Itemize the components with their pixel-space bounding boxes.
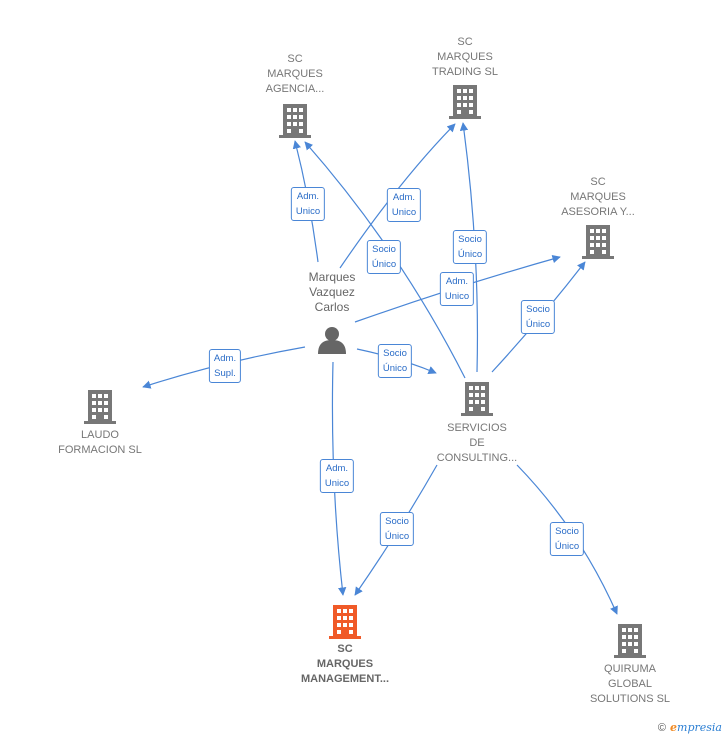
quiruma-building-icon[interactable]	[614, 624, 646, 658]
trading-building-icon[interactable]	[449, 85, 481, 119]
management-building-icon[interactable]	[329, 605, 361, 639]
agencia-building-icon[interactable]	[279, 104, 311, 138]
edge-label-servicios-to-trading: Socio Único	[452, 230, 488, 264]
person-person-icon[interactable]	[318, 327, 346, 354]
laudo-building-icon[interactable]	[84, 390, 116, 424]
servicios-building-icon[interactable]	[461, 382, 493, 416]
edge-label-servicios-to-management: Socio Único	[379, 512, 415, 546]
edge-label-person-to-servicios: Socio Único	[377, 344, 413, 378]
edge-label-person-to-agencia: Adm. Unico	[290, 187, 326, 221]
edge-label-servicios-to-quiruma: Socio Único	[549, 522, 585, 556]
asesoria-building-icon[interactable]	[582, 225, 614, 259]
edge-label-person-to-asesoria: Adm. Unico	[439, 272, 475, 306]
node-label-asesoria[interactable]: SC MARQUES ASESORIA Y...	[561, 176, 635, 218]
edge-label-person-to-trading: Adm. Unico	[386, 188, 422, 222]
node-label-trading[interactable]: SC MARQUES TRADING SL	[431, 36, 499, 78]
node-label-servicios[interactable]: SERVICIOS DE CONSULTING...	[436, 422, 518, 464]
node-label-quiruma[interactable]: QUIRUMA GLOBAL SOLUTIONS SL	[589, 663, 671, 705]
edge-label-servicios-to-asesoria: Socio Único	[520, 300, 556, 334]
node-label-management[interactable]: SC MARQUES MANAGEMENT...	[301, 643, 389, 685]
edge-label-person-to-management: Adm. Unico	[319, 459, 355, 493]
edge-label-servicios-to-agencia: Socio Único	[366, 240, 402, 274]
edge-label-person-to-laudo: Adm. Supl.	[208, 349, 242, 383]
empresia-logo: empresia	[670, 721, 722, 734]
node-label-laudo[interactable]: LAUDO FORMACION SL	[58, 429, 142, 456]
copyright-icon: ©	[657, 721, 667, 734]
node-label-person[interactable]: Marques Vazquez Carlos	[308, 270, 356, 314]
node-label-agencia[interactable]: SC MARQUES AGENCIA...	[265, 53, 325, 95]
empresia-watermark: © empresia	[658, 721, 722, 734]
